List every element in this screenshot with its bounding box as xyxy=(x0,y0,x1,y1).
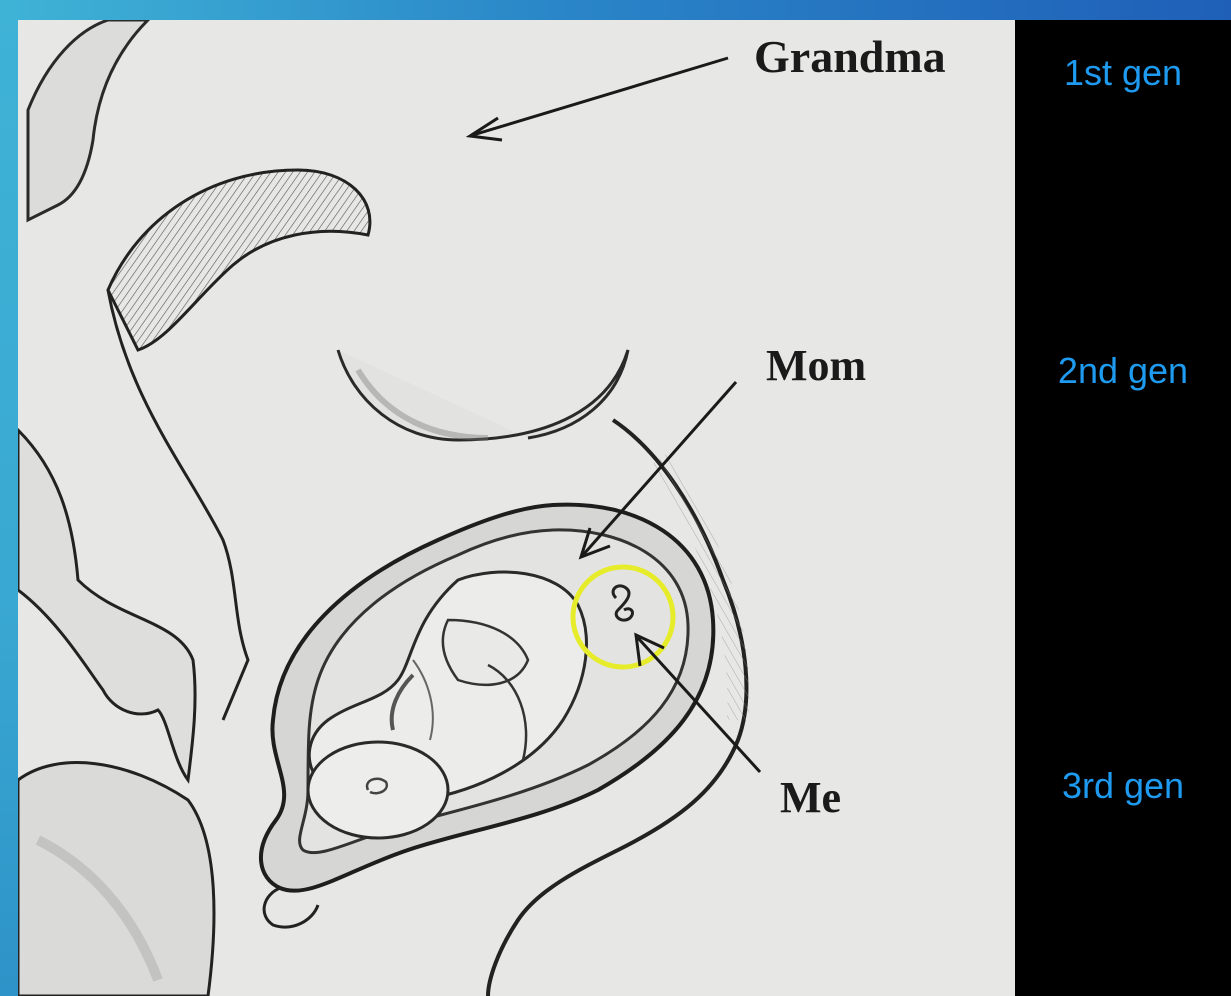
grandma-raised-arm xyxy=(28,20,148,220)
grandma-hip xyxy=(18,763,214,996)
arrow-grandma xyxy=(470,58,728,140)
generation-label-3: 3rd gen xyxy=(1015,765,1231,807)
pregnancy-sketch: Grandma Mom Me xyxy=(18,20,1015,996)
mom-fetus-head xyxy=(308,742,448,838)
grandma-arm-on-hip xyxy=(18,430,195,780)
grandma-shoulder xyxy=(108,170,370,350)
generation-label-1: 1st gen xyxy=(1015,52,1231,94)
top-accent-band xyxy=(0,0,1231,20)
generation-panel: 1st gen 2nd gen 3rd gen xyxy=(1015,20,1231,996)
label-grandma: Grandma xyxy=(754,30,946,83)
left-accent-band xyxy=(0,0,18,996)
sketch-drawing xyxy=(18,20,1015,996)
label-mom: Mom xyxy=(766,340,866,391)
generation-label-2: 2nd gen xyxy=(1015,350,1231,392)
label-me: Me xyxy=(780,772,841,823)
grandma-breast xyxy=(338,350,628,440)
